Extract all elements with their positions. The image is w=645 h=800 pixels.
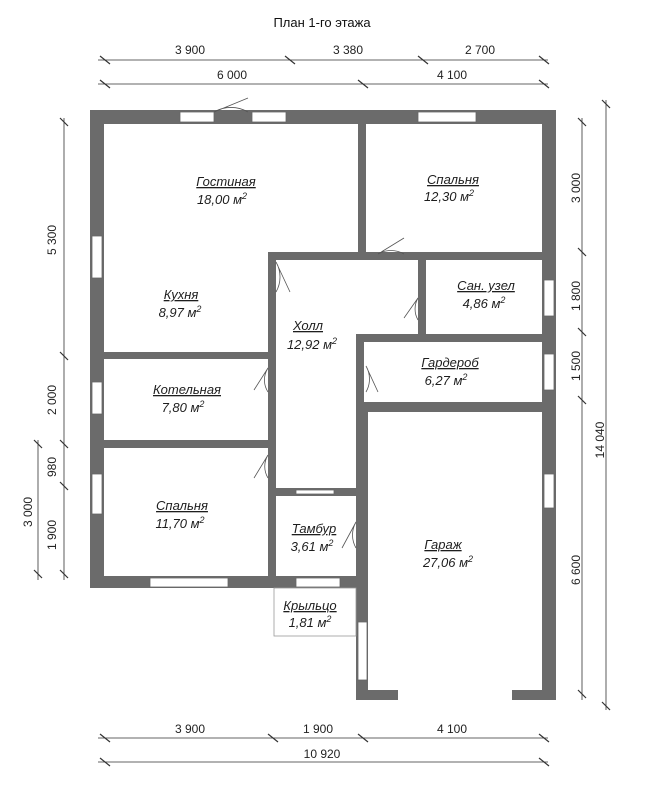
window-living-1 <box>179 111 215 123</box>
svg-text:Гардероб: Гардероб <box>421 355 479 370</box>
dim-top-5: 4 100 <box>437 68 467 82</box>
dim-bottom-total: 10 920 <box>304 747 341 761</box>
plan-title: План 1-го этажа <box>273 15 371 30</box>
svg-text:18,00 м2: 18,00 м2 <box>197 191 247 207</box>
window-garage <box>543 473 555 509</box>
room-bedroom-2: Спальня 11,70 м2 <box>155 498 208 531</box>
left-dimensions: 5 300 2 000 980 1 900 3 000 <box>21 117 69 580</box>
dim-top-2: 3 380 <box>333 43 363 57</box>
window-kitchen <box>91 235 103 279</box>
svg-text:Спальня: Спальня <box>427 172 479 187</box>
room-bedroom-1: Спальня 12,30 м2 <box>424 172 479 204</box>
dim-right-3: 1 500 <box>569 351 583 381</box>
svg-text:Котельная: Котельная <box>153 382 221 397</box>
room-labels: Гостиная 18,00 м2 Спальня 12,30 м2 Кухня… <box>153 172 516 630</box>
window-bedroom1 <box>417 111 477 123</box>
svg-text:Спальня: Спальня <box>156 498 208 513</box>
dim-left-5: 3 000 <box>21 497 35 527</box>
top-dimensions: 3 900 3 380 2 700 6 000 4 100 <box>98 43 550 89</box>
dim-left-3: 980 <box>45 457 59 477</box>
window-garage-left <box>357 621 368 681</box>
svg-text:3,61 м2: 3,61 м2 <box>291 538 334 554</box>
dim-right-total: 14 040 <box>593 421 607 458</box>
svg-text:11,70 м2: 11,70 м2 <box>155 515 204 531</box>
porch-outline <box>273 587 357 637</box>
room-bathroom: Сан. узел 4,86 м2 <box>457 278 515 311</box>
svg-text:Холл: Холл <box>292 318 324 333</box>
window-boiler <box>91 381 103 415</box>
room-porch: Крыльцо 1,81 м2 <box>283 598 336 630</box>
window-vestibule <box>295 577 341 588</box>
window-bedroom2-bottom <box>149 577 229 588</box>
dim-bottom-1: 3 900 <box>175 722 205 736</box>
window-bedroom2-side <box>91 473 103 515</box>
dim-right-1: 3 000 <box>569 173 583 203</box>
svg-text:Крыльцо: Крыльцо <box>283 598 336 613</box>
svg-text:7,80 м2: 7,80 м2 <box>162 399 205 415</box>
svg-text:1,81 м2: 1,81 м2 <box>289 614 332 630</box>
room-boiler: Котельная 7,80 м2 <box>153 382 221 415</box>
svg-text:Тамбур: Тамбур <box>292 521 337 536</box>
right-dimensions: 3 000 1 800 1 500 6 600 14 040 <box>569 99 611 711</box>
svg-text:27,06 м2: 27,06 м2 <box>422 554 473 570</box>
room-garage: Гараж 27,06 м2 <box>422 537 473 570</box>
room-wardrobe: Гардероб 6,27 м2 <box>421 355 479 388</box>
windows <box>91 111 555 681</box>
dim-right-2: 1 800 <box>569 281 583 311</box>
bottom-dimensions: 3 900 1 900 4 100 10 920 <box>98 722 550 767</box>
dim-bottom-2: 1 900 <box>303 722 333 736</box>
dim-left-2: 2 000 <box>45 385 59 415</box>
room-kitchen: Кухня 8,97 м2 <box>159 287 202 320</box>
window-living-2 <box>251 111 287 123</box>
dim-top-1: 3 900 <box>175 43 205 57</box>
svg-text:8,97 м2: 8,97 м2 <box>159 304 202 320</box>
svg-text:6,27 м2: 6,27 м2 <box>425 372 468 388</box>
svg-text:12,92 м2: 12,92 м2 <box>287 336 337 352</box>
dim-right-4: 6 600 <box>569 555 583 585</box>
doors <box>213 97 419 549</box>
dim-top-3: 2 700 <box>465 43 495 57</box>
room-hall: Холл 12,92 м2 <box>287 318 337 352</box>
svg-text:Гараж: Гараж <box>424 537 462 552</box>
svg-text:Сан. узел: Сан. узел <box>457 278 515 293</box>
svg-text:Гостиная: Гостиная <box>196 174 256 189</box>
svg-text:Кухня: Кухня <box>164 287 199 302</box>
dim-left-4: 1 900 <box>45 520 59 550</box>
window-wardrobe <box>543 353 555 391</box>
window-bath <box>543 279 555 317</box>
svg-text:4,86 м2: 4,86 м2 <box>463 295 506 311</box>
svg-text:12,30 м2: 12,30 м2 <box>424 188 474 204</box>
room-living: Гостиная 18,00 м2 <box>196 174 256 207</box>
dim-bottom-3: 4 100 <box>437 722 467 736</box>
dim-left-1: 5 300 <box>45 225 59 255</box>
room-vestibule: Тамбур 3,61 м2 <box>291 521 337 554</box>
dim-top-4: 6 000 <box>217 68 247 82</box>
opening-vestibule <box>295 489 335 495</box>
